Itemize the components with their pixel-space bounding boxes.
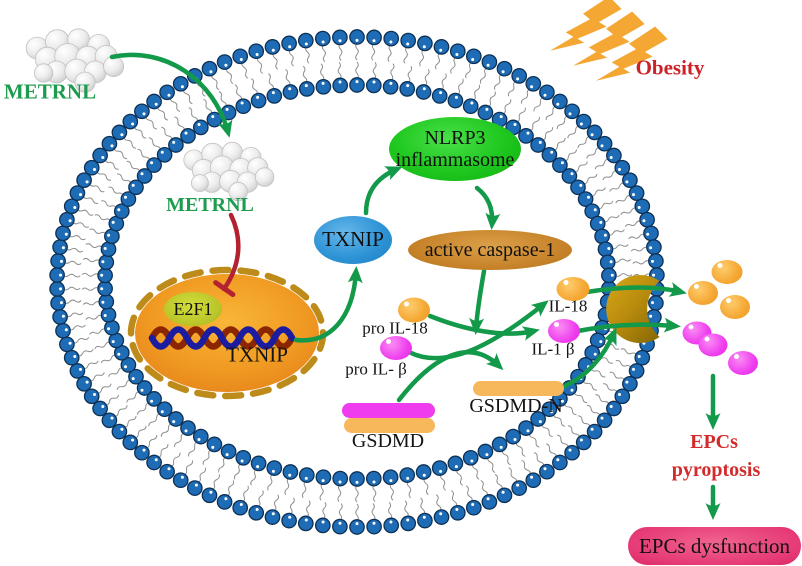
released-il18-molecule xyxy=(711,260,743,284)
arrow-il18-release xyxy=(584,282,687,297)
obesity-lightning-icon xyxy=(549,0,668,81)
cell-membrane-bilayer xyxy=(49,29,665,535)
released-il1b-molecule xyxy=(698,333,728,357)
arrow-nlrp3-to-caspase xyxy=(474,185,501,230)
metrnl-inner-label: METRNL xyxy=(166,194,254,216)
gsdmd-bar-orange xyxy=(344,418,435,433)
txnip-protein-label: TXNIP xyxy=(322,227,384,252)
inhibition-line-metrnl-e2f1 xyxy=(213,212,241,298)
pathway-arrows xyxy=(109,52,721,520)
released-il18-molecule xyxy=(688,281,718,305)
pro-il18-molecule xyxy=(398,297,430,323)
il1b-molecule xyxy=(548,319,580,343)
pro-il1b-molecule xyxy=(380,336,412,360)
txnip-gene-label: TXNIP xyxy=(226,342,288,367)
released-il18-molecule xyxy=(720,295,750,319)
arrow-caspase-down xyxy=(469,268,487,335)
arrow-gsdmdn-to-pore xyxy=(559,327,617,390)
metrnl-protein-inner-icon xyxy=(183,141,275,202)
arrow-proil1b-cleave xyxy=(406,300,549,361)
obesity-label: Obesity xyxy=(635,55,705,80)
gsdmd-n-label: GSDMD-N xyxy=(469,395,563,417)
arrow-metrnl-entry xyxy=(109,52,233,138)
il18-molecule xyxy=(556,277,590,301)
epcs-pyroptosis-line2: pyroptosis xyxy=(671,459,761,481)
arrow-proil18-cleave xyxy=(427,313,540,341)
nlrp3-line1: NLRP3 xyxy=(424,126,486,149)
nlrp3-line2: inflammasome xyxy=(395,149,515,171)
pro-il1b-label: pro IL- β xyxy=(345,359,407,379)
epcs-dysfunction-box: EPCs dysfunction xyxy=(628,527,801,565)
metrnl-protein-outer-icon xyxy=(25,28,125,93)
il1b-label: IL-1 β xyxy=(531,339,575,359)
txnip-protein-node: TXNIP xyxy=(314,216,392,264)
gsdmd-n-bar xyxy=(473,381,564,396)
active-caspase-label: active caspase-1 xyxy=(424,238,556,261)
active-caspase-node: active caspase-1 xyxy=(408,230,572,270)
nucleus-dashed-envelope xyxy=(127,266,327,400)
metrnl-outer-label: METRNL xyxy=(3,79,97,104)
arrow-txnip-to-nlrp3 xyxy=(363,166,403,216)
gsdmd-label: GSDMD xyxy=(351,430,425,452)
arrow-gene-to-txnip xyxy=(293,266,363,343)
pro-il18-label: pro IL-18 xyxy=(362,318,428,338)
epcs-dysfunction-label: EPCs dysfunction xyxy=(638,533,791,558)
e2f1-node: E2F1 xyxy=(164,292,222,326)
epcs-pyroptosis-line1: EPCs xyxy=(690,431,738,453)
e2f1-label: E2F1 xyxy=(173,298,213,319)
arrow-il1b-release xyxy=(575,317,681,334)
nlrp3-inflammasome-node: NLRP3 inflammasome xyxy=(389,117,521,181)
released-il1b-molecule xyxy=(728,351,758,375)
dna-helix-icon xyxy=(148,326,296,350)
il18-label: IL-18 xyxy=(548,296,588,316)
arrow-gsdmd-to-gsdmdn xyxy=(396,350,504,403)
gsdmd-bar-magenta xyxy=(342,403,435,418)
